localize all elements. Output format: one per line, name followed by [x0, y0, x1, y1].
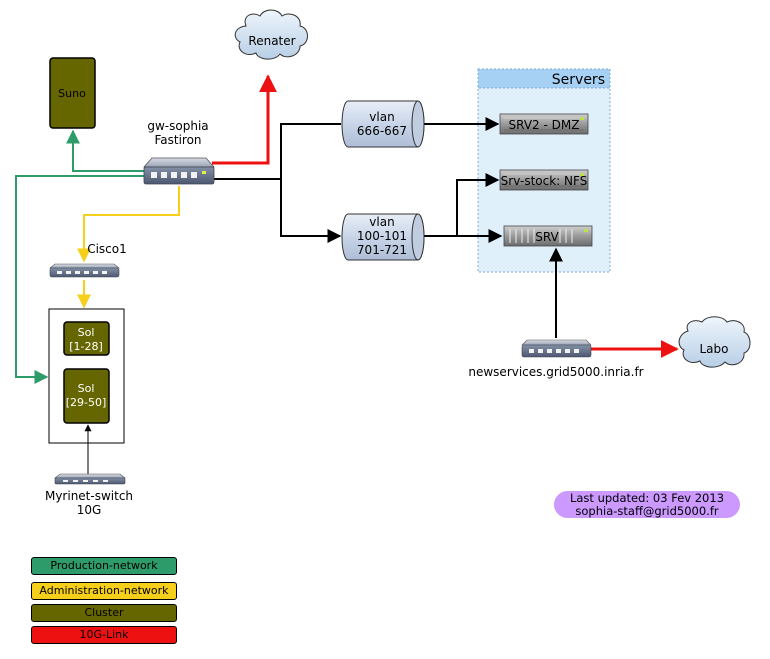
myrinet-label-1: Myrinet-switch — [45, 489, 133, 503]
vlan-100-label-1: vlan — [369, 215, 394, 229]
legend-cluster: Cluster — [31, 604, 177, 622]
labo-label: Labo — [700, 342, 729, 356]
srvstock-server-icon — [499, 169, 589, 191]
myrinet-label-2: 10G — [77, 503, 102, 517]
vlan-666-label-2: 666-667 — [357, 124, 407, 138]
gw-label-2: Fastiron — [154, 133, 201, 147]
srv-server-icon — [503, 225, 593, 247]
srv2-label: SRV2 - DMZ — [509, 118, 580, 132]
sol-29-50-label-2: [29-50] — [66, 396, 107, 409]
vlan-666-label-1: vlan — [369, 110, 394, 124]
cisco-switch-icon — [49, 263, 120, 278]
vlan-100-label-3: 701-721 — [357, 243, 407, 257]
gw-label-1: gw-sophia — [147, 119, 208, 133]
link-gw-cisco — [77, 186, 180, 263]
contact-email: sophia-staff@grid5000.fr — [575, 504, 719, 518]
last-updated-stamp: Last updated: 03 Fev 2013 sophia-staff@g… — [554, 491, 740, 518]
legend-production: Production-network — [31, 557, 177, 575]
last-updated-text: Last updated: 03 Fev 2013 — [569, 491, 725, 505]
sol-29-50-node — [63, 368, 110, 424]
link-gw-vlan2 — [280, 179, 342, 243]
link-gw-suno — [66, 129, 146, 172]
legend-administration: Administration-network — [31, 582, 177, 600]
newservices-switch-icon — [521, 339, 592, 358]
sol-1-28-label-1: Sol — [78, 326, 95, 339]
link-gw-vlans — [212, 123, 341, 180]
newservices-label: newservices.grid5000.inria.fr — [468, 365, 643, 379]
srv2-server-icon — [499, 113, 589, 135]
renater-cloud-icon — [234, 9, 308, 60]
cisco-label: Cisco1 — [87, 242, 127, 256]
srvstock-label: Srv-stock: NFS — [501, 174, 588, 188]
sol-29-50-label-1: Sol — [78, 382, 95, 395]
link-gw-renater — [212, 74, 277, 165]
legend-10g-link: 10G-Link — [31, 626, 177, 644]
servers-title: Servers — [552, 72, 605, 88]
link-vlan2-srvstock — [421, 173, 500, 237]
vlan-100-cylinder-icon — [341, 213, 425, 261]
suno-node — [49, 57, 96, 129]
vlan-100-label-2: 100-101 — [357, 229, 407, 243]
srv-label: SRV — [535, 230, 559, 244]
gw-switch-icon — [143, 157, 215, 185]
sol-1-28-node — [63, 321, 110, 356]
renater-label: Renater — [248, 34, 295, 48]
myrinet-switch-icon — [54, 473, 126, 485]
link-gw-sol — [15, 175, 146, 384]
sol-1-28-label-2: [1-28] — [69, 340, 103, 353]
labo-cloud-icon — [678, 316, 751, 368]
vlan-666-cylinder-icon — [341, 100, 425, 148]
suno-label: Suno — [58, 87, 86, 100]
